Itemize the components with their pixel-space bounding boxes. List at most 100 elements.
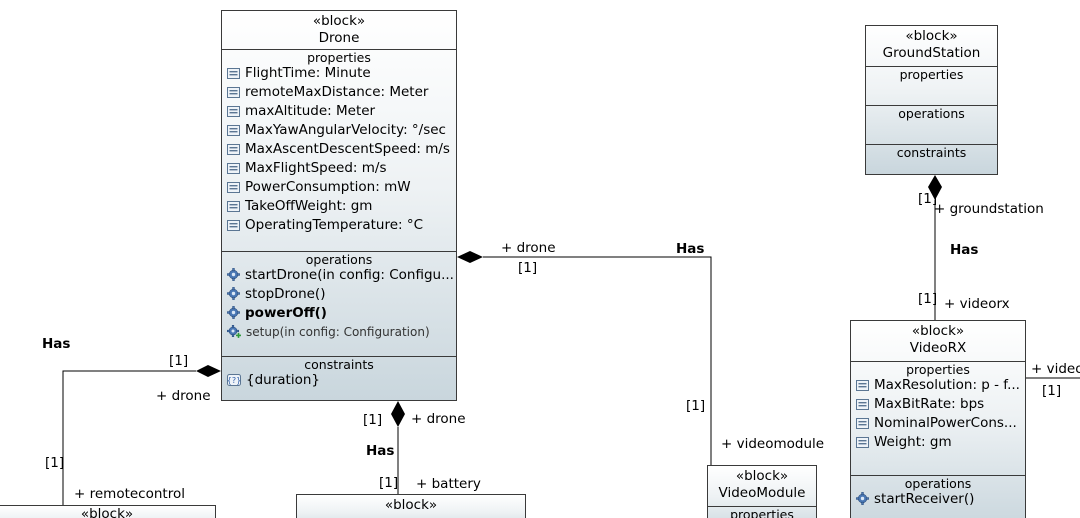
composition-diamond-groundstation bbox=[928, 175, 942, 200]
videorx-property-row[interactable]: MaxResolution: p - f... bbox=[851, 377, 1025, 396]
drone-property-row-text: MaxAscentDescentSpeed: m/s bbox=[245, 141, 450, 157]
drone-property-row[interactable]: PowerConsumption: mW bbox=[222, 179, 456, 198]
assoc-drone-battery-drone-multiplicity: [1] bbox=[363, 412, 383, 428]
drone-property-row[interactable]: OperatingTemperature: °C bbox=[222, 217, 456, 236]
property-icon bbox=[227, 86, 240, 103]
operation-gear-icon bbox=[227, 306, 240, 324]
drone-property-row-text: TakeOffWeight: gm bbox=[245, 198, 373, 214]
drone-property-row-text: MaxFlightSpeed: m/s bbox=[245, 160, 387, 176]
composition-diamond-videomodule bbox=[457, 251, 483, 263]
drone-operation-row[interactable]: stopDrone() bbox=[222, 286, 456, 305]
remotecontrol-stereotype: «block» bbox=[80, 506, 134, 518]
groundstation-stereotype: «block» bbox=[905, 28, 958, 44]
assoc-groundstation-videorx-gs-role: + groundstation bbox=[934, 201, 1044, 217]
operation-gear-plus-icon bbox=[227, 325, 241, 343]
assoc-drone-remotecontrol-has-label: Has bbox=[42, 336, 71, 352]
videomodule-block[interactable]: «block» VideoModule properties bbox=[707, 465, 817, 518]
drone-operation-row[interactable]: powerOff() bbox=[222, 305, 456, 324]
remotecontrol-block[interactable]: «block» bbox=[0, 505, 216, 518]
assoc-drone-videomodule-videomodule-role: + videomodule bbox=[721, 436, 825, 452]
battery-stereotype: «block» bbox=[384, 497, 438, 513]
videomodule-stereotype: «block» bbox=[735, 468, 789, 484]
videorx-operations-section: operations startReceiver() bbox=[851, 475, 1025, 518]
drone-property-row[interactable]: TakeOffWeight: gm bbox=[222, 198, 456, 217]
drone-operation-row-text: startDrone(in config: Configu... bbox=[245, 267, 454, 283]
operation-gear-icon bbox=[227, 268, 240, 286]
groundstation-block[interactable]: «block» GroundStation properties operati… bbox=[865, 25, 998, 175]
assoc-groundstation-videorx-has-label: Has bbox=[950, 242, 979, 258]
assoc-drone-remotecontrol-remote-role: + remotecontrol bbox=[74, 486, 185, 502]
drone-property-row-text: maxAltitude: Meter bbox=[245, 103, 376, 119]
drone-constraints-section: constraints {?}{duration} bbox=[222, 356, 456, 402]
drone-property-row[interactable]: MaxYawAngularVelocity: °/sec bbox=[222, 122, 456, 141]
groundstation-constraints-section: constraints bbox=[866, 144, 997, 176]
assoc-drone-videomodule-has-label: Has bbox=[676, 241, 705, 257]
drone-property-row[interactable]: MaxFlightSpeed: m/s bbox=[222, 160, 456, 179]
composition-diamond-battery bbox=[391, 401, 405, 427]
drone-constraints-list: {?}{duration} bbox=[222, 372, 456, 391]
groundstation-properties-title: properties bbox=[899, 67, 964, 82]
property-icon bbox=[227, 143, 240, 160]
constraint-icon: {?} bbox=[227, 374, 241, 391]
assoc-drone-battery-battery-role: + battery bbox=[416, 476, 481, 492]
videorx-header: «block» VideoRX bbox=[851, 321, 1025, 361]
assoc-drone-battery-drone-role: + drone bbox=[411, 411, 466, 427]
videorx-property-row-text: MaxBitRate: bps bbox=[874, 396, 985, 412]
drone-block[interactable]: «block» Drone properties FlightTime: Min… bbox=[221, 10, 457, 401]
drone-operation-row[interactable]: startDrone(in config: Configu... bbox=[222, 267, 456, 286]
drone-properties-list: FlightTime: Minute remoteMaxDistance: Met… bbox=[222, 65, 456, 236]
videorx-property-row[interactable]: Weight: gm bbox=[851, 434, 1025, 453]
videorx-stereotype: «block» bbox=[911, 323, 965, 339]
assoc-drone-remotecontrol-drone-role: + drone bbox=[156, 388, 211, 404]
drone-property-row[interactable]: remoteMaxDistance: Meter bbox=[222, 84, 456, 103]
videorx-property-row-text: Weight: gm bbox=[874, 434, 952, 450]
drone-stereotype: «block» bbox=[312, 13, 366, 29]
battery-block[interactable]: «block» bbox=[296, 494, 526, 518]
groundstation-constraints-title: constraints bbox=[896, 145, 967, 160]
videorx-property-row[interactable]: NominalPowerCons... bbox=[851, 415, 1025, 434]
connector-drone-remotecontrol bbox=[62, 370, 196, 505]
drone-constraint-row[interactable]: {?}{duration} bbox=[222, 372, 456, 391]
assoc-drone-remotecontrol-drone-multiplicity: [1] bbox=[169, 353, 189, 369]
property-icon bbox=[227, 162, 240, 179]
battery-header: «block» bbox=[297, 495, 525, 514]
drone-operation-row-text: powerOff() bbox=[245, 305, 327, 321]
drone-property-row-text: MaxYawAngularVelocity: °/sec bbox=[245, 122, 446, 138]
drone-property-row-text: PowerConsumption: mW bbox=[245, 179, 411, 195]
drone-operations-title: operations bbox=[305, 252, 373, 267]
groundstation-operations-title: operations bbox=[898, 106, 965, 121]
property-icon bbox=[856, 436, 869, 453]
assoc-groundstation-videorx-videorx-multiplicity: [1] bbox=[918, 291, 938, 307]
property-icon bbox=[856, 379, 869, 396]
drone-property-row[interactable]: FlightTime: Minute bbox=[222, 65, 456, 84]
groundstation-operations-section: operations bbox=[866, 105, 997, 144]
property-icon bbox=[227, 67, 240, 84]
assoc-videorx-video-role: + video bbox=[1031, 361, 1080, 377]
drone-property-row-text: OperatingTemperature: °C bbox=[245, 217, 424, 233]
groundstation-properties-section: properties bbox=[866, 66, 997, 105]
drone-property-row-text: FlightTime: Minute bbox=[245, 65, 371, 81]
drone-operations-section: operations startDrone(in config: Configu… bbox=[222, 251, 456, 356]
videomodule-name: VideoModule bbox=[718, 485, 806, 501]
drone-property-row[interactable]: maxAltitude: Meter bbox=[222, 103, 456, 122]
drone-operation-row-text: stopDrone() bbox=[245, 286, 326, 302]
videorx-operations-list: startReceiver() bbox=[851, 491, 1025, 510]
drone-header: «block» Drone bbox=[222, 11, 456, 49]
videorx-property-row-text: MaxResolution: p - f... bbox=[874, 377, 1020, 393]
videorx-operation-row[interactable]: startReceiver() bbox=[851, 491, 1025, 510]
videorx-name: VideoRX bbox=[909, 340, 967, 356]
videorx-block[interactable]: «block» VideoRX properties MaxResolution… bbox=[850, 320, 1026, 518]
videorx-property-row[interactable]: MaxBitRate: bps bbox=[851, 396, 1025, 415]
drone-constraints-title: constraints bbox=[304, 357, 374, 372]
assoc-drone-videomodule-videomodule-multiplicity: [1] bbox=[686, 398, 706, 414]
videorx-properties-section: properties MaxResolution: p - f...MaxBit… bbox=[851, 361, 1025, 475]
svg-text:{?}: {?} bbox=[227, 376, 241, 385]
drone-property-row[interactable]: MaxAscentDescentSpeed: m/s bbox=[222, 141, 456, 160]
connector-drone-videomodule bbox=[483, 256, 712, 465]
property-icon bbox=[227, 181, 240, 198]
property-icon bbox=[227, 124, 240, 141]
property-icon bbox=[227, 105, 240, 122]
drone-operation-row[interactable]: setup(in config: Configuration) bbox=[222, 324, 456, 343]
